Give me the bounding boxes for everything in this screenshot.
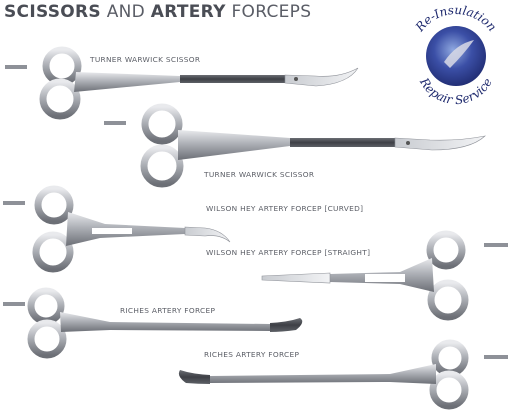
label-riches-1: RICHES ARTERY FORCEP [120,306,216,315]
straight-box-lock-gap [365,274,405,282]
riches2-finger-ring-bottom [429,370,469,410]
title-word-forceps: FORCEPS [231,2,312,22]
scissor2-finger-ring-top [141,103,183,145]
scissor2-handles [178,130,290,160]
scissor2-blade [394,135,486,151]
scissor1-finger-ring-bottom [39,78,81,120]
straight-jaws [261,272,331,284]
riches1-finger-ring-bottom [27,319,67,359]
wilson-hey-forcep-straight [261,230,508,321]
scissor1-blade [284,67,359,87]
riches1-jaws [270,318,303,332]
curved-jaws [184,226,231,243]
straight-finger-ring-bottom [427,279,469,321]
scissor1-shaft [180,75,285,83]
curved-insulation-pin [3,201,25,205]
title-word-scissors: SCISSORS [4,2,101,22]
label-turner-warwick-scissor-2: TURNER WARWICK SCISSOR [204,170,315,179]
scissor2-insulation-pin [104,121,126,125]
title-word-artery: ARTERY [150,2,226,22]
label-wilson-hey-straight: WILSON HEY ARTERY FORCEP [STRAIGHT] [206,248,371,257]
riches1-insulation-pin [3,302,25,306]
scissor1-insulation-pin [5,65,27,69]
scissor2-pivot [406,141,410,145]
scissor1-finger-ring-top [42,46,82,86]
scissor2-finger-ring-bottom [140,144,184,188]
riches2-finger-ring-top [431,339,469,377]
scissor1-pivot [294,77,298,81]
riches-artery-forcep-1 [3,287,303,359]
curved-box-lock-gap [92,228,132,234]
page-title: SCISSORS AND ARTERY FORCEPS [4,2,311,22]
curved-finger-ring-bottom [32,231,74,273]
straight-finger-ring-top [426,230,466,270]
riches1-finger-ring-top [27,287,65,325]
curved-finger-ring-top [34,185,74,225]
straight-insulation-pin [484,243,508,247]
re-insulation-repair-service-badge: Re-Insulation Repair Service [412,4,499,107]
label-wilson-hey-curved: WILSON HEY ARTERY FORCEP [CURVED] [206,204,364,213]
riches-artery-forcep-2 [178,339,508,410]
scissor2-shaft [290,138,395,147]
scissor1-handles [74,72,180,92]
riches1-handles [60,312,270,332]
label-riches-2: RICHES ARTERY FORCEP [204,350,300,359]
badge-instrument-tip-image [444,40,474,68]
turner-warwick-scissor-1 [5,46,359,120]
title-word-and: AND [106,2,146,22]
riches2-jaws [178,370,210,384]
riches2-handles [210,364,436,384]
label-turner-warwick-scissor-1: TURNER WARWICK SCISSOR [90,55,201,64]
wilson-hey-forcep-curved [3,185,231,273]
turner-warwick-scissor-2 [104,103,486,188]
riches2-insulation-pin [484,355,508,359]
